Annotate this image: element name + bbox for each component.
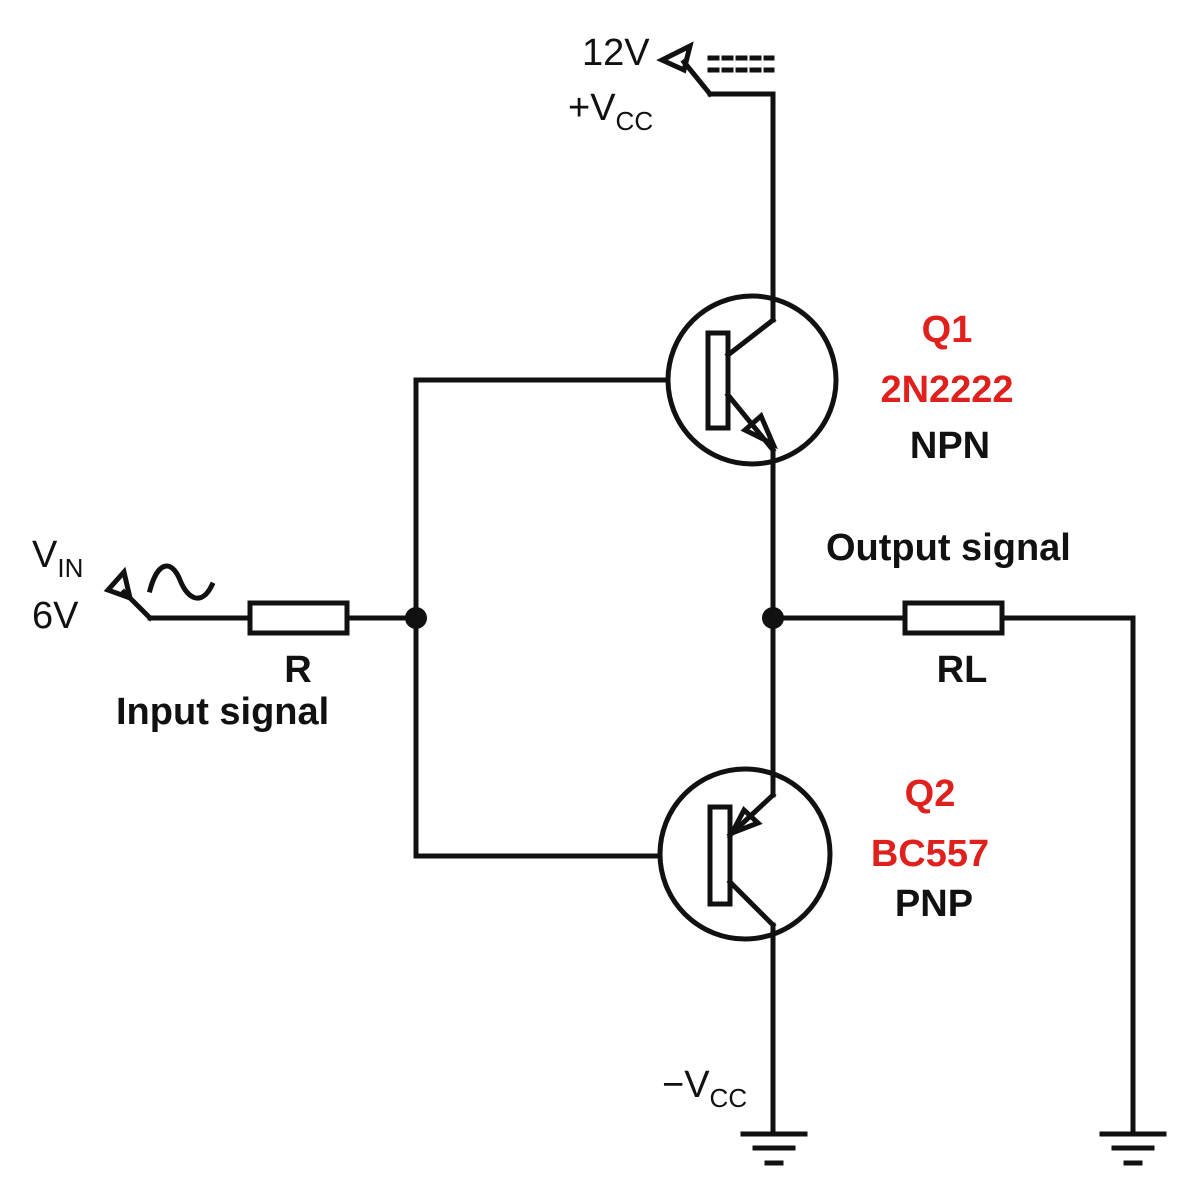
q1-type-label: NPN — [910, 425, 990, 467]
q1-part-label: 2N2222 — [880, 369, 1013, 411]
input-resistor-r — [247, 600, 350, 636]
output-signal-label: Output signal — [826, 527, 1071, 569]
input-terminal — [103, 566, 154, 622]
q1-body — [665, 293, 839, 467]
q2-pnp-transistor — [657, 766, 833, 942]
q2-emitter-arrow-icon — [726, 805, 763, 838]
q2-name-label: Q2 — [905, 773, 956, 815]
load-return-wire — [999, 615, 1136, 1135]
input-resistor-label: R — [284, 649, 311, 691]
sine-wave-icon — [146, 563, 216, 601]
vin-label: VIN — [32, 534, 83, 583]
q1-npn-transistor — [665, 293, 839, 469]
q2-base-bar — [707, 804, 733, 907]
q2-part-label: BC557 — [871, 833, 989, 875]
ground-icon — [740, 1131, 808, 1166]
terminal-arrow-icon — [656, 41, 694, 74]
terminal-arrow-icon — [103, 566, 134, 602]
load-resistor-label: RL — [937, 649, 988, 691]
load-resistor-rl — [902, 600, 1005, 636]
q1-name-label: Q1 — [922, 309, 973, 351]
vcc-terminal — [656, 41, 776, 98]
q2-body — [657, 766, 833, 942]
q2-type-label: PNP — [895, 883, 973, 925]
input-signal-label: Input signal — [116, 691, 329, 733]
base-rail-wire — [413, 377, 670, 859]
vcc-positive-label: +VCC — [568, 87, 653, 136]
vin-voltage-label: 6V — [32, 595, 79, 637]
vcc-negative-label: −VCC — [662, 1064, 747, 1113]
supply-voltage-label: 12V — [582, 32, 650, 74]
q1-base-bar — [705, 330, 731, 431]
q1-emitter-arrow-icon — [740, 411, 778, 450]
input-junction-dot — [405, 607, 427, 629]
ground-icon — [1099, 1131, 1167, 1166]
